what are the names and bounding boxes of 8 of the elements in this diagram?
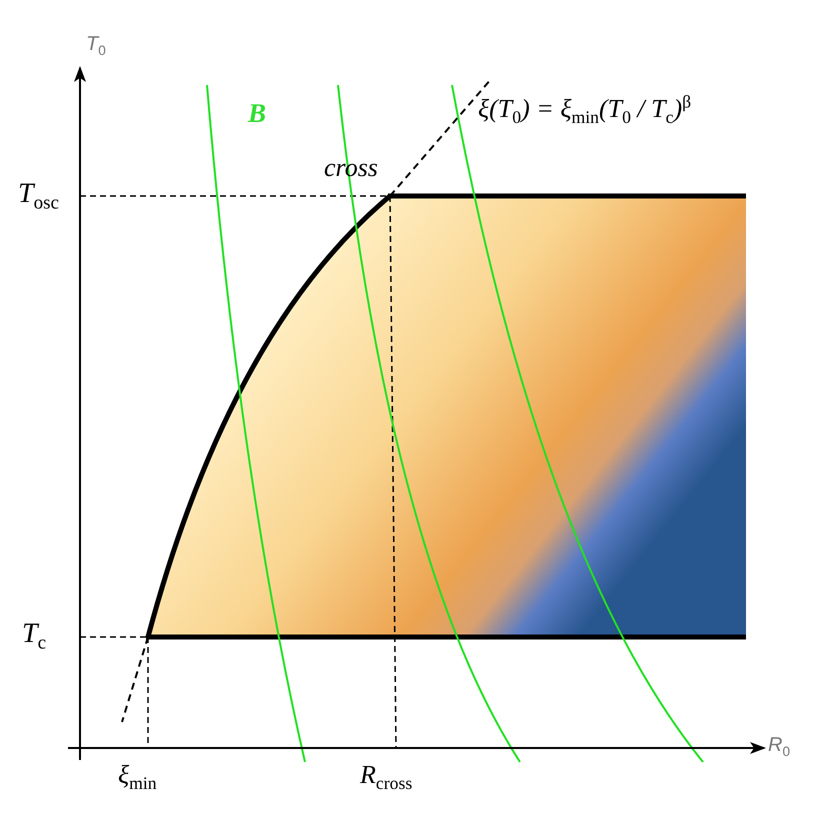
tick-label: ξ$_{min}$ — [118, 762, 157, 788]
axis-label: R$_{0}$ — [768, 735, 790, 755]
tick-label: T$_{c}$ — [22, 620, 46, 648]
formula: ξ(T$_{0}$) = ξ$_{min}$(T$_{0}$ / T$_{c}$)$^{β}$ — [478, 96, 692, 122]
tick-label: T$_{osc}$ — [18, 180, 59, 208]
axis-label: T$_{0}$ — [86, 34, 106, 54]
region-label: B — [248, 100, 266, 127]
tick-label: R$_{cross}$ — [360, 762, 412, 788]
